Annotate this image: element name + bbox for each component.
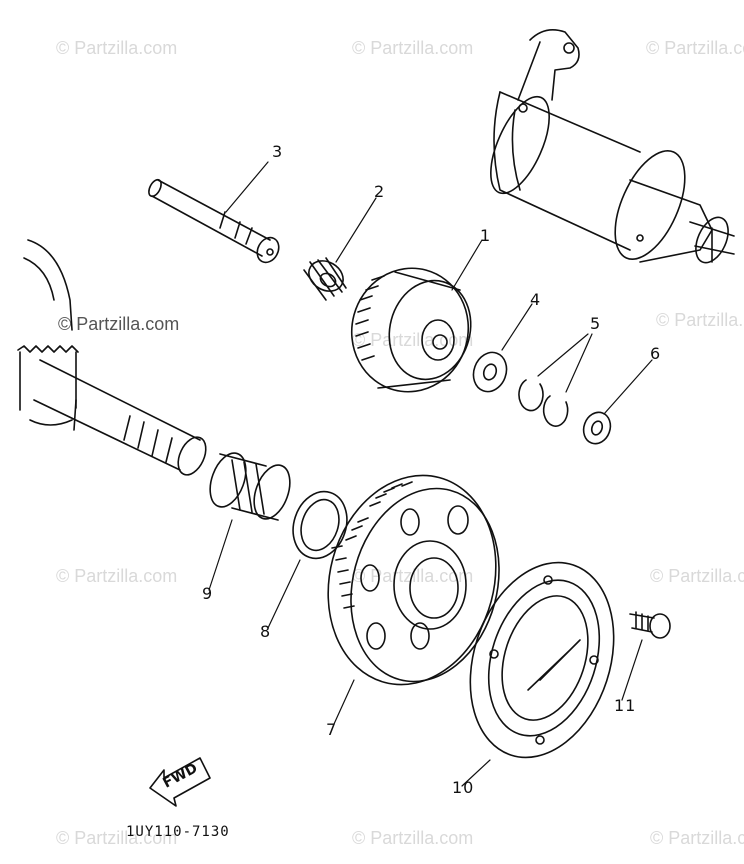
callout-part-7: 7 xyxy=(326,720,338,739)
starter-motor xyxy=(490,29,735,264)
washer-part-4 xyxy=(472,351,508,393)
starter-wheel-gear-part-7 xyxy=(327,474,500,686)
callout-part-8: 8 xyxy=(260,622,272,641)
callout-part-3: 3 xyxy=(272,142,284,161)
forward-arrow-icon xyxy=(149,757,211,807)
washer-part-8 xyxy=(292,490,348,560)
idler-gear-part-1 xyxy=(350,267,472,393)
part-code: 1UY110-7130 xyxy=(126,824,230,840)
needle-bearing-part-2 xyxy=(303,257,347,301)
callout-part-9: 9 xyxy=(202,584,214,603)
washer-part-6 xyxy=(582,411,612,445)
circlips-part-5 xyxy=(518,379,569,427)
callout-part-5: 5 xyxy=(590,314,602,333)
starter-clutch-part-10 xyxy=(469,561,615,759)
callout-part-6: 6 xyxy=(650,344,662,363)
leader-lines xyxy=(208,161,653,787)
callout-part-4: 4 xyxy=(530,290,542,309)
callout-part-2: 2 xyxy=(374,182,386,201)
bolt-part-11 xyxy=(629,611,671,639)
callout-part-11: 11 xyxy=(614,696,637,715)
crankshaft xyxy=(17,239,207,476)
shaft-part-3 xyxy=(148,178,280,264)
callout-part-1: 1 xyxy=(480,226,492,245)
needle-bearing-part-9 xyxy=(209,452,291,521)
callout-part-10: 10 xyxy=(452,778,475,797)
